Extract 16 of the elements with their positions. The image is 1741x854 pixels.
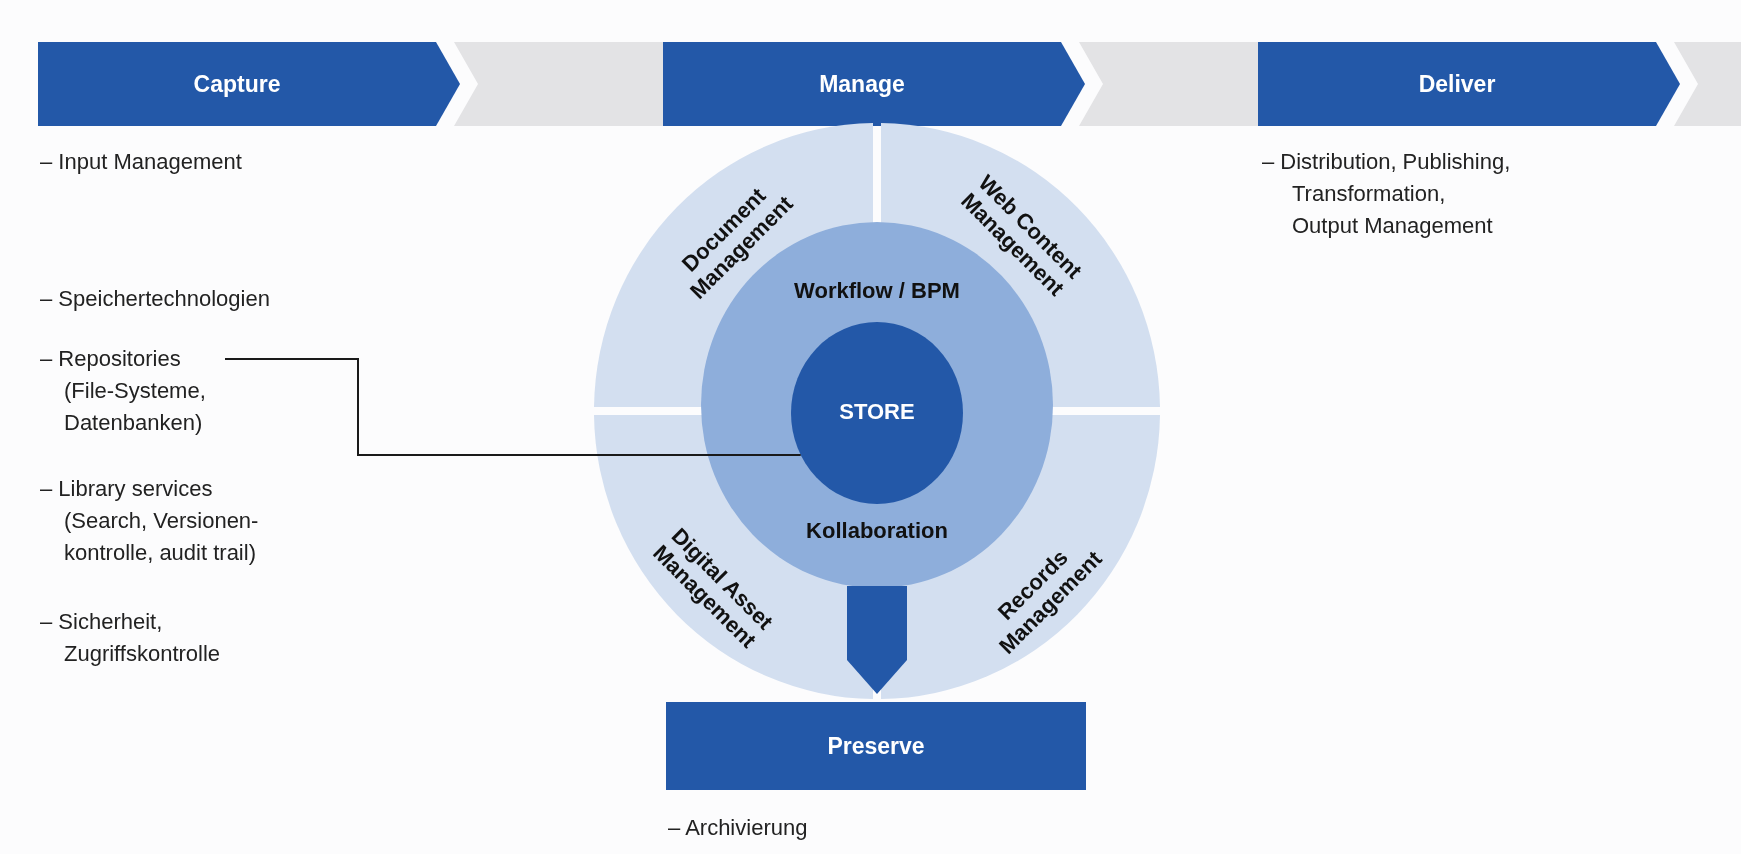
list-item: – Archivierung <box>668 814 809 842</box>
stage-label: Manage <box>819 70 905 98</box>
stage-label: Capture <box>193 70 281 98</box>
list-item: – Distribution, Publishing, Transformation, Output Management <box>1262 148 1512 240</box>
list-item: – Library services (Search, Versionen- kontrolle, audit trail) <box>40 475 260 567</box>
list-item: – Input Management <box>40 148 243 176</box>
circle-label: STORE <box>839 399 915 424</box>
leader-line <box>224 358 802 456</box>
stage-label: Deliver <box>1418 70 1496 98</box>
list-item: – Repositories (File-Systeme, Datenbanken) <box>40 343 225 439</box>
block-arrow <box>847 586 907 694</box>
circle-label: Workflow / BPM <box>794 278 960 303</box>
list-item: – Sicherheit, Zugriffskontrolle <box>40 608 222 668</box>
stage-box: Preserve <box>666 702 1086 790</box>
circle-label: Kollaboration <box>806 518 948 543</box>
list-item: – Speichertechnologien <box>40 285 271 313</box>
